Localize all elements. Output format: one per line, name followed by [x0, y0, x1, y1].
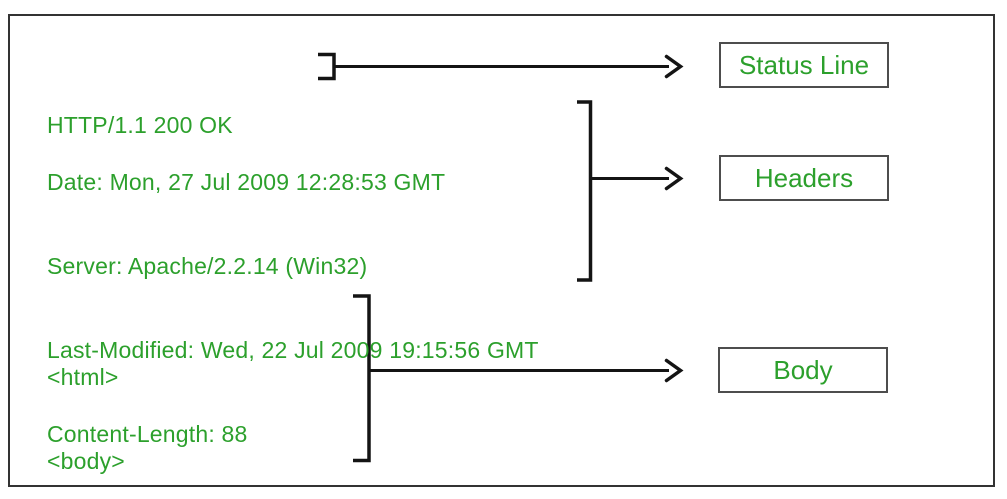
headers-text: Date: Mon, 27 Jul 2009 12:28:53 GMT Serv…	[47, 112, 539, 499]
header-line-last-modified: Last-Modified: Wed, 22 Jul 2009 19:15:56…	[47, 337, 539, 363]
header-line-content-length: Content-Length: 88	[47, 421, 248, 447]
status-line-text: HTTP/1.1 200 OK	[47, 55, 233, 195]
body-line-body-open: <body>	[47, 448, 125, 474]
status-line-value: HTTP/1.1 200 OK	[47, 112, 233, 138]
diagram-border	[8, 14, 995, 487]
body-line-html-open: <html>	[47, 364, 119, 390]
body-label-box: Body	[718, 347, 888, 393]
status-line-label: Status Line	[738, 49, 870, 80]
headers-label-box: Headers	[719, 155, 889, 201]
body-text: <html> <body> <h1>Hello, World!</h1> </b…	[47, 307, 294, 499]
headers-label: Headers	[754, 162, 854, 193]
status-line-label-box: Status Line	[719, 42, 889, 88]
header-line-date: Date: Mon, 27 Jul 2009 12:28:53 GMT	[47, 169, 446, 195]
header-line-server: Server: Apache/2.2.14 (Win32)	[47, 253, 368, 279]
body-label: Body	[773, 354, 833, 385]
